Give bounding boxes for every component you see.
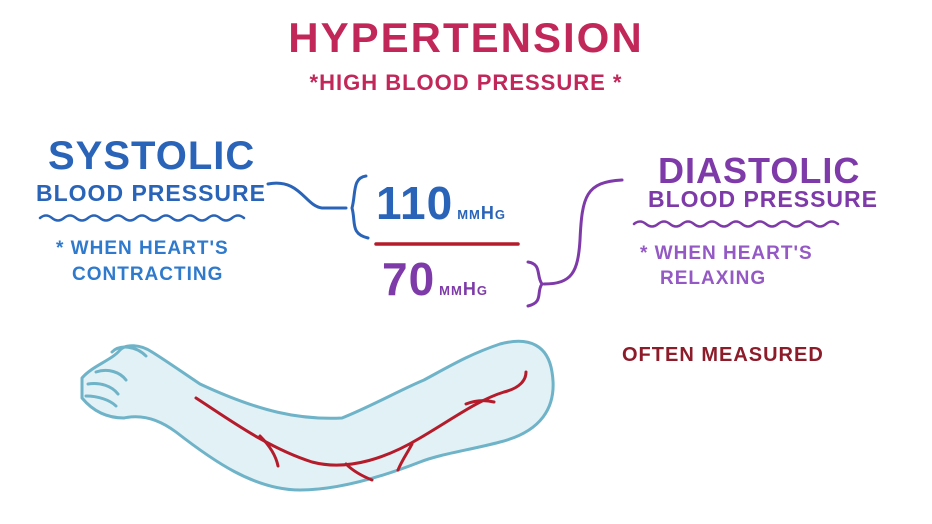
often-measured-note: Often measured [622,344,824,366]
systolic-wavy-underline-icon [38,214,246,222]
diastolic-subtitle: Blood Pressure [648,186,878,212]
systolic-number: 110 [376,177,454,229]
diastolic-note-line1: * When heart's [640,243,813,264]
diastolic-connector-line [542,178,624,286]
systolic-note-line2: contracting [72,264,224,285]
diastolic-note-line2: relaxing [660,268,767,289]
page-title: Hypertension [288,14,644,61]
diastolic-unit: mmHg [439,279,488,299]
arm-illustration [80,339,555,492]
diastolic-title: Diastolic [658,150,861,191]
systolic-note-line1: * When heart's [56,238,229,259]
systolic-connector-line [266,181,348,210]
diastolic-number: 70 [382,253,436,305]
diastolic-bracket-icon [526,260,544,308]
artery-icon [194,370,528,482]
systolic-unit: mmHg [457,203,506,223]
systolic-title: Systolic [48,134,256,178]
page-subtitle: *High Blood Pressure * [309,70,623,95]
systolic-bracket-icon [350,174,370,240]
diastolic-wavy-underline-icon [632,220,840,228]
systolic-subtitle: Blood Pressure [36,180,266,206]
